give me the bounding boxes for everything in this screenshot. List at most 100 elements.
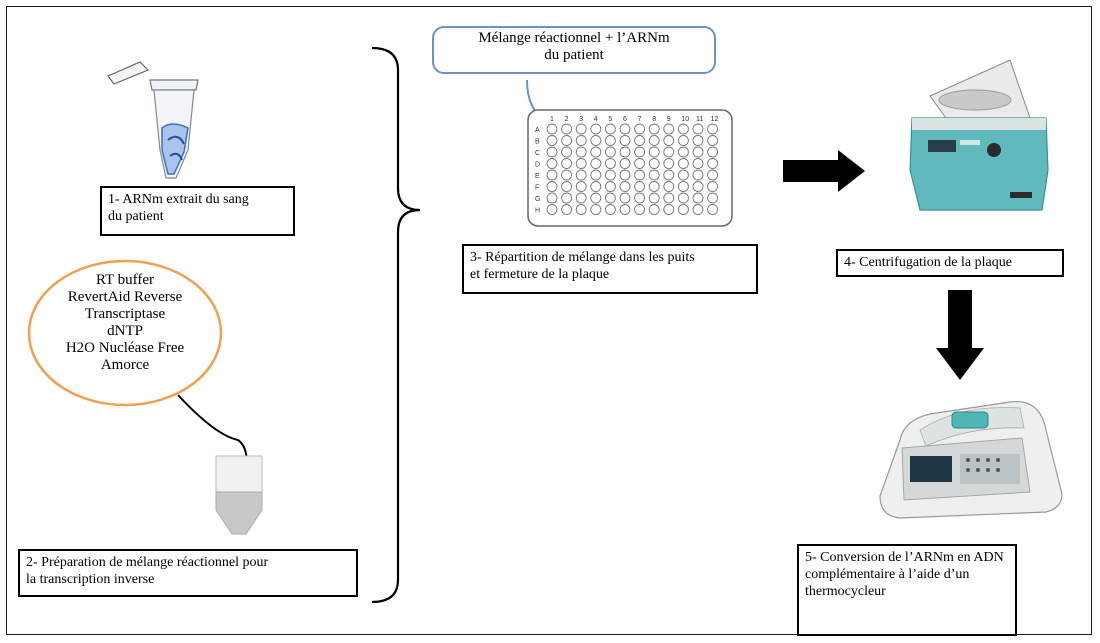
reagents-list: RT buffer RevertAid Reverse Transcriptas… <box>29 272 221 374</box>
figure-frame <box>6 6 1092 635</box>
plate-well <box>663 123 675 135</box>
plate-row-label: D <box>535 162 540 169</box>
plate-well <box>561 181 573 192</box>
plate-well <box>575 123 587 135</box>
step2-label: 2- Préparation de mélange réactionnel po… <box>18 549 358 597</box>
plate-well <box>575 158 587 169</box>
plate-well <box>561 135 573 146</box>
plate-well <box>546 181 558 192</box>
plate-well <box>648 146 660 158</box>
plate-well <box>604 158 616 169</box>
plate-well <box>707 123 719 135</box>
plate-well <box>663 169 675 181</box>
step5-label: 5- Conversion de l’ARNm en ADN complémen… <box>797 544 1017 636</box>
plate-row-label: C <box>535 150 540 157</box>
plate-column-label: 3 <box>579 116 583 123</box>
reagent-item: dNTP <box>107 323 143 339</box>
plate-well <box>604 123 616 135</box>
plate-well <box>663 181 675 192</box>
plate-well <box>663 135 675 146</box>
plate-well <box>634 135 646 146</box>
plate-well <box>604 192 616 204</box>
step4-text: 4- Centrifugation de la plaque <box>844 255 1012 270</box>
plate-well <box>634 204 646 215</box>
plate-well <box>648 181 660 192</box>
microtube-icon <box>107 61 199 179</box>
plate-well <box>648 123 660 135</box>
plate-well <box>619 135 631 146</box>
step5-line2: complémentaire à l’aide d’un <box>805 567 970 582</box>
step2-line2: la transcription inverse <box>26 572 155 587</box>
plate-row-label: A <box>535 127 540 134</box>
arrow-down <box>936 290 984 380</box>
plate-well <box>561 192 573 204</box>
callout-line2: du patient <box>544 47 604 63</box>
plate-well <box>590 169 602 181</box>
plate-column-label: 12 <box>711 116 719 123</box>
plate-well <box>692 146 704 158</box>
plate-well <box>692 192 704 204</box>
plate-well <box>575 146 587 158</box>
plate-well <box>634 158 646 169</box>
step5-line3: thermocycleur <box>805 584 886 599</box>
plate-well <box>677 123 689 135</box>
plate-well <box>604 146 616 158</box>
plate-well <box>677 169 689 181</box>
plate-well <box>619 169 631 181</box>
step3-line2: et fermeture de la plaque <box>470 267 610 282</box>
plate-well <box>561 158 573 169</box>
plate-well <box>546 158 558 169</box>
plate-column-label: 4 <box>594 116 598 123</box>
plate-column-label: 6 <box>623 116 627 123</box>
plate-well <box>663 146 675 158</box>
plate-well <box>619 158 631 169</box>
plate-row-label: G <box>535 196 540 203</box>
plate-well <box>604 169 616 181</box>
reagents-ellipse <box>27 259 223 407</box>
plate-well <box>707 146 719 158</box>
plate-well <box>707 204 719 215</box>
reaction-tube-icon <box>215 455 263 535</box>
plate-well <box>590 181 602 192</box>
plate-well <box>619 123 631 135</box>
plate-well <box>604 181 616 192</box>
reagent-item: Transcriptase <box>84 306 166 322</box>
plate-row-label: H <box>535 208 540 215</box>
plate-well <box>692 123 704 135</box>
grouping-bracket <box>371 46 421 604</box>
plate-well <box>677 192 689 204</box>
plate-well <box>575 192 587 204</box>
reagent-item: Amorce <box>100 357 150 373</box>
plate-column-label: 10 <box>681 116 689 123</box>
plate-well <box>619 204 631 215</box>
plate-well <box>692 158 704 169</box>
callout-line1: Mélange réactionnel + l’ARNm <box>478 30 670 46</box>
plate-well <box>634 181 646 192</box>
step3-label: 3- Répartition de mélange dans les puits… <box>462 244 758 294</box>
plate-well <box>546 169 558 181</box>
plate-well <box>590 192 602 204</box>
plate-well <box>561 123 573 135</box>
centrifuge-icon <box>909 59 1049 211</box>
plate-well <box>590 158 602 169</box>
plate-well <box>677 158 689 169</box>
thermocycler-icon <box>879 400 1063 519</box>
plate-well <box>590 146 602 158</box>
plate-well <box>707 135 719 146</box>
plate-well <box>692 169 704 181</box>
plate-well <box>590 135 602 146</box>
step2-line1: 2- Préparation de mélange réactionnel po… <box>26 555 269 570</box>
plate-well <box>561 146 573 158</box>
plate-well <box>604 204 616 215</box>
plate-row-label: F <box>535 185 539 192</box>
plate-well <box>546 204 558 215</box>
reagent-item: RevertAid Reverse <box>67 289 183 305</box>
plate-well <box>692 204 704 215</box>
arrow-right <box>783 150 865 192</box>
plate-well <box>546 192 558 204</box>
mixture-callout: Mélange réactionnel + l’ARNm du patient <box>432 26 716 74</box>
plate-well <box>707 192 719 204</box>
plate-well <box>707 169 719 181</box>
plate-well <box>634 123 646 135</box>
